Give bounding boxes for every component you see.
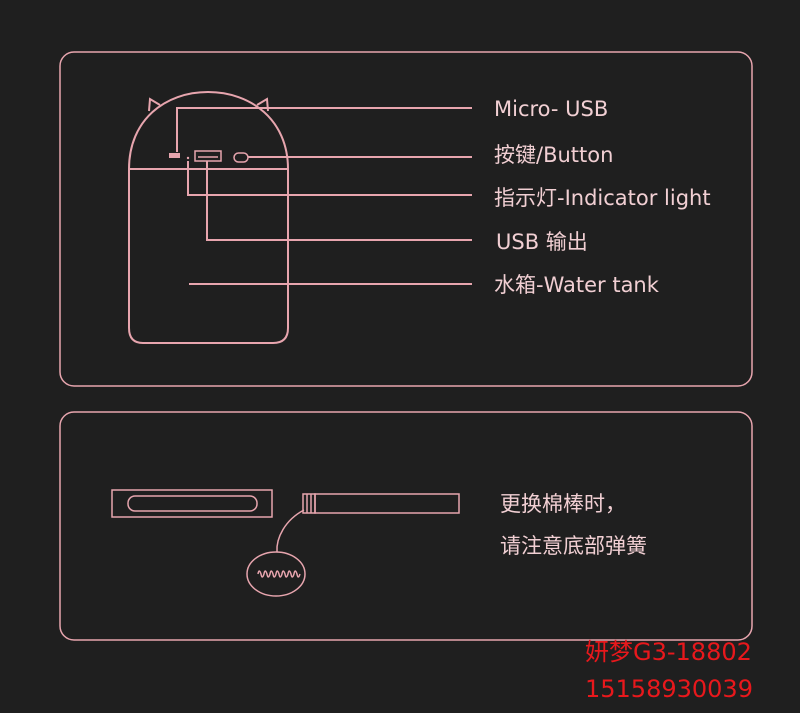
- humidifier-illustration: [128, 90, 289, 344]
- wick-holder-illustration: [111, 489, 273, 518]
- parts-panel: [59, 51, 753, 387]
- indicator-light: [186, 156, 190, 160]
- spring-end: [302, 493, 316, 514]
- label-indicator: 指示灯-Indicator light: [494, 186, 711, 210]
- left-ear: [148, 97, 161, 112]
- micro-usb-port: [169, 153, 180, 158]
- note-line-2: 请注意底部弹簧: [500, 534, 647, 558]
- leader-indicator: [187, 161, 472, 196]
- callout-line: [276, 509, 305, 553]
- cotton-stick: [314, 493, 460, 514]
- leader-micro-usb: [176, 107, 472, 152]
- wick-panel: [59, 411, 753, 641]
- device-body: [128, 90, 289, 344]
- wick-holder: [111, 489, 273, 518]
- watermark-line-2: 15158930039: [585, 675, 753, 703]
- spring-magnifier: [246, 551, 306, 597]
- power-button: [233, 152, 249, 163]
- cotton-stick-illustration: [246, 493, 460, 597]
- wick-slot: [127, 495, 258, 512]
- note-line-1: 更换棉棒时，: [500, 492, 626, 516]
- label-usb-output: USB 输出: [496, 230, 588, 254]
- leader-usb-output: [206, 161, 472, 241]
- usb-port: [194, 150, 222, 162]
- label-button: 按键/Button: [494, 143, 613, 167]
- right-ear: [256, 97, 269, 112]
- spring-icon: [257, 570, 301, 578]
- watermark-line-1: 妍梦G3-18802: [585, 638, 752, 666]
- label-micro-usb: Micro- USB: [494, 97, 608, 121]
- label-water-tank: 水箱-Water tank: [494, 273, 660, 297]
- leader-lines: [176, 107, 472, 285]
